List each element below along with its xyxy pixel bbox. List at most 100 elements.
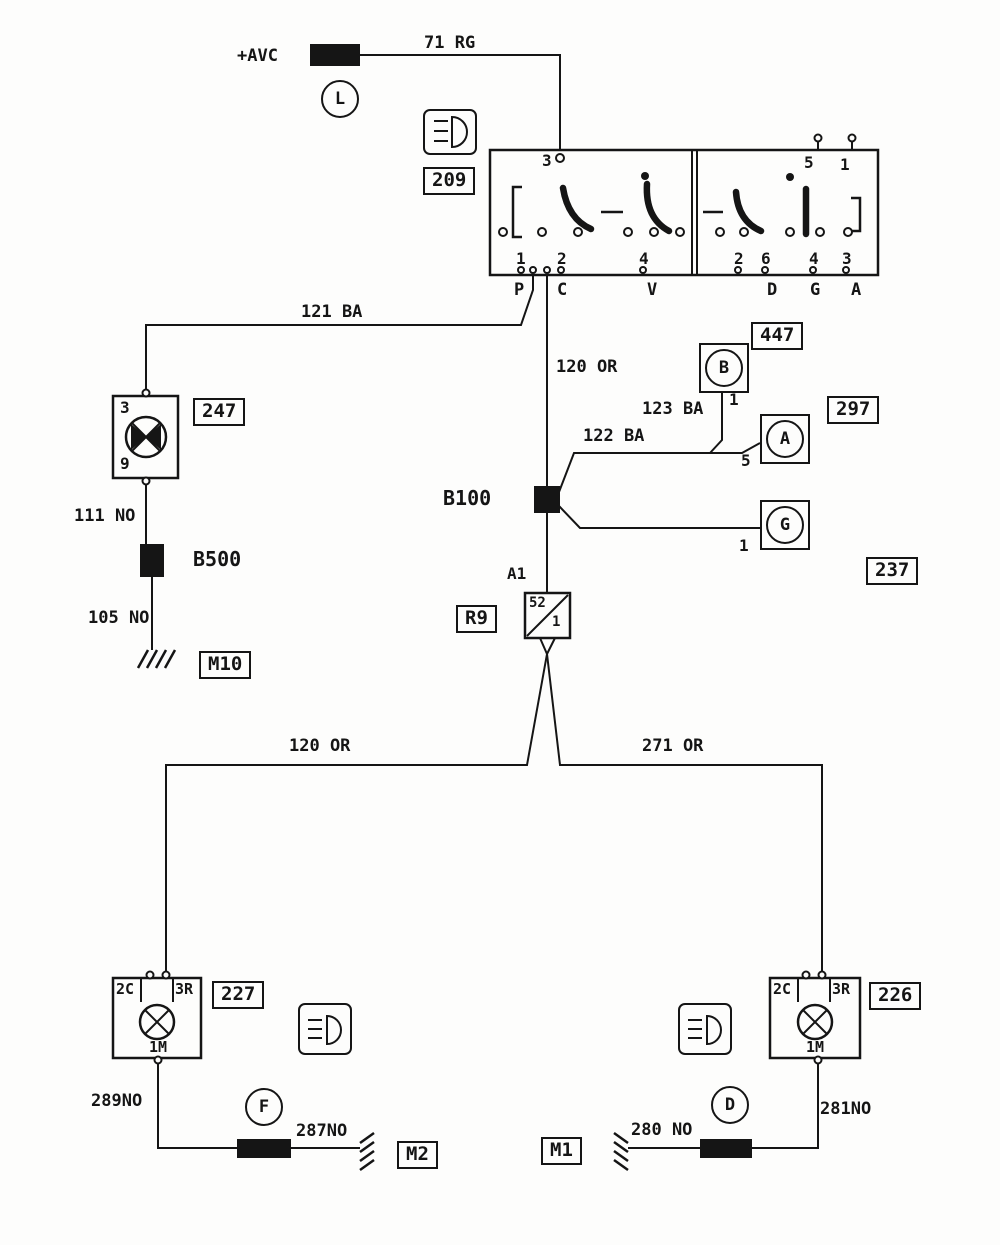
- splice-label-b500: B500: [193, 547, 242, 571]
- lamp-227-pin-3r: 3R: [175, 980, 194, 998]
- ground-m2-symbol: [359, 1131, 375, 1172]
- switch-pin-top-3: 3: [542, 151, 552, 170]
- switch-pin-top-5: 5: [804, 153, 814, 172]
- splice-b100: [534, 486, 560, 513]
- relay-r9-symbol: [523, 591, 572, 640]
- wire-label-121ba: 121 BA: [301, 302, 363, 322]
- pin-g-1: 1: [739, 536, 749, 555]
- switch-pin-top-1: 1: [840, 155, 850, 174]
- pin-b-1: 1: [729, 390, 739, 409]
- ground-box-m1: M1: [541, 1137, 582, 1165]
- component-box-226: 226: [869, 982, 922, 1010]
- component-box-r9: R9: [456, 605, 497, 633]
- component-box-247: 247: [193, 398, 246, 426]
- splice-b500: [140, 544, 164, 577]
- switch-terminal: G: [810, 280, 821, 300]
- wire-120or-lower: [165, 653, 548, 975]
- wire-123ba: [709, 389, 723, 454]
- relay-terminal-52: 52: [529, 595, 546, 611]
- switch-terminal: P: [514, 280, 525, 300]
- wire-to-g: [558, 505, 760, 529]
- unit-circle-a: A: [760, 414, 810, 464]
- relay-funnel: [539, 637, 556, 655]
- wire-71rg: [360, 54, 561, 150]
- switch-pivot-dot-left: [641, 172, 649, 180]
- splice-label-b100: B100: [443, 486, 492, 510]
- wire-label-280no: 280 NO: [631, 1120, 693, 1140]
- wire-label-120or-upper: 120 OR: [556, 357, 618, 377]
- switch-top-stubs: [817, 141, 853, 150]
- ground-box-m2: M2: [397, 1141, 438, 1169]
- relay-terminal-1: 1: [552, 614, 561, 630]
- wire-label-281no: 281NO: [820, 1099, 872, 1119]
- lamp-247-symbol: [111, 388, 180, 486]
- lamp-226-symbol: [768, 970, 862, 1065]
- wire-label-105no: 105 NO: [88, 608, 150, 628]
- headlight-icon: [423, 109, 477, 155]
- supply-label: +AVC: [237, 46, 278, 66]
- unit-circle-g-letter: G: [766, 506, 804, 544]
- switch-bracket-left: [511, 185, 522, 239]
- component-box-227: 227: [212, 981, 265, 1009]
- wire-label-122ba: 122 BA: [583, 426, 645, 446]
- component-box-209: 209: [423, 167, 476, 195]
- switch-pin-bottom: 6: [761, 249, 771, 268]
- wire-label-111no: 111 NO: [74, 506, 136, 526]
- switch-contacts: [498, 133, 857, 274]
- switch-pin-bottom: 1: [516, 249, 526, 268]
- lamp-227-pin-1m: 1M: [149, 1038, 168, 1056]
- component-box-237: 237: [866, 557, 919, 585]
- wire-label-120or-lower: 120 OR: [289, 736, 351, 756]
- switch-lever-2: [643, 180, 673, 235]
- ground-m10-symbol: [136, 649, 177, 669]
- switch-body: [488, 148, 880, 277]
- relay-pin-a1: A1: [507, 564, 527, 583]
- switch-lever-3: [732, 188, 765, 235]
- wire-289no: [157, 1060, 237, 1149]
- ground-m1-symbol: [613, 1131, 629, 1172]
- switch-pin-bottom: 2: [557, 249, 567, 268]
- wire-label-287no: 287NO: [296, 1121, 348, 1141]
- lamp-247-pin-3: 3: [120, 398, 130, 417]
- switch-pin-bottom: 4: [639, 249, 649, 268]
- switch-lever-1: [559, 184, 595, 233]
- supply-connector: [310, 44, 360, 66]
- switch-terminal: D: [767, 280, 778, 300]
- wire-label-271or: 271 OR: [642, 736, 704, 756]
- lamp-227-symbol: [111, 970, 203, 1065]
- wire-label-71rg: 71 RG: [424, 33, 476, 53]
- lamp-226-pin-3r: 3R: [832, 980, 851, 998]
- component-box-447: 447: [751, 322, 804, 350]
- wire-271or: [546, 653, 823, 975]
- lamp-226-pin-2c: 2C: [773, 980, 792, 998]
- pin-a-5: 5: [741, 451, 751, 470]
- switch-terminal: C: [557, 280, 568, 300]
- switch-pin-bottom: 2: [734, 249, 744, 268]
- headlight-icon: [678, 1003, 732, 1055]
- switch-pin-bottom: 4: [809, 249, 819, 268]
- unit-circle-f: F: [245, 1088, 283, 1126]
- unit-circle-d: D: [711, 1086, 749, 1124]
- switch-pivot-dot-right: [786, 173, 794, 181]
- lamp-247-pin-9: 9: [120, 454, 130, 473]
- switch-terminal: V: [647, 280, 658, 300]
- switch-pin-bottom: 3: [842, 249, 852, 268]
- wire-281no: [752, 1060, 819, 1149]
- unit-circle-b: B: [699, 343, 749, 393]
- unit-circle-l: L: [321, 80, 359, 118]
- unit-circle-g: G: [760, 500, 810, 550]
- wire-121ba: [145, 275, 534, 393]
- component-box-297: 297: [827, 396, 880, 424]
- unit-circle-b-letter: B: [705, 349, 743, 387]
- wire-label-123ba: 123 BA: [642, 399, 704, 419]
- wire-122ba: [558, 442, 761, 493]
- lamp-227-pin-2c: 2C: [116, 980, 135, 998]
- switch-terminal: A: [851, 280, 862, 300]
- headlight-icon: [298, 1003, 352, 1055]
- connector-280: [700, 1139, 752, 1158]
- unit-circle-a-letter: A: [766, 420, 804, 458]
- switch-divider: [691, 150, 698, 275]
- wire-label-289no: 289NO: [91, 1091, 143, 1111]
